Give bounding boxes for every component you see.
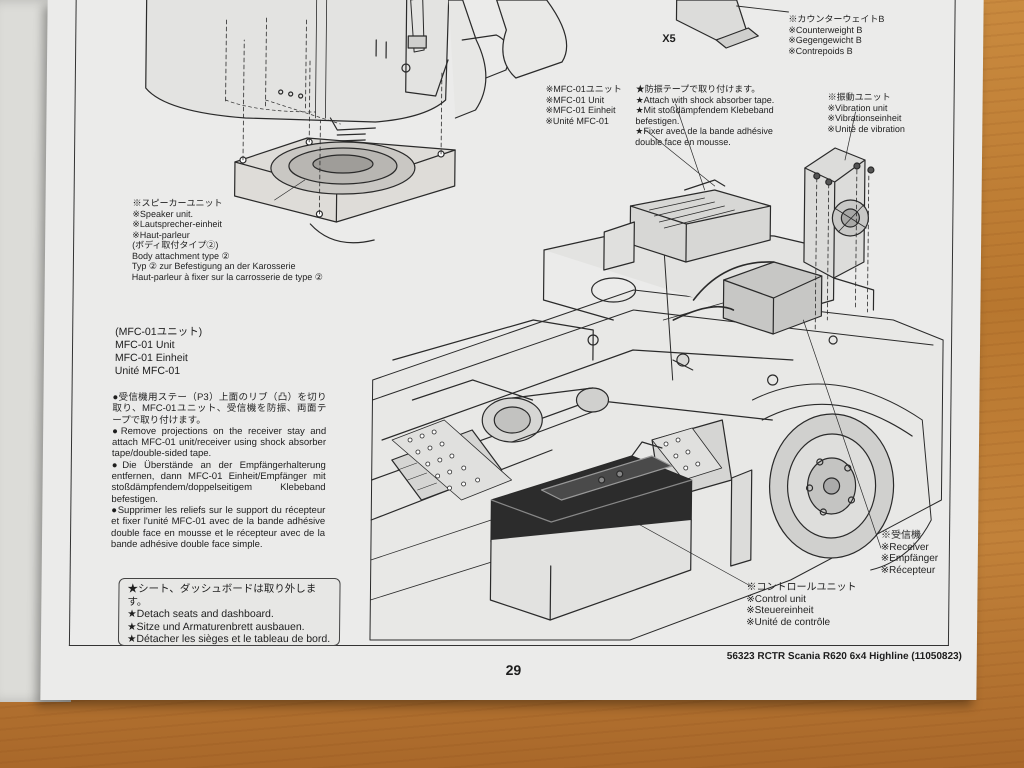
label-line: ※MFC-01 Einheit xyxy=(545,105,616,115)
label-line: ※Contrepoids B xyxy=(788,45,853,56)
cab-body-illustration xyxy=(145,0,568,179)
receiver-label: ※受信機 ※Receiver ※Empfänger ※Récepteur xyxy=(881,530,939,576)
instructions-text: ●受信機用ステー（P3）上面のリブ（凸）を切り取り、MFC-01ユニット、受信機… xyxy=(111,392,327,550)
mfc-01-unit xyxy=(603,179,772,271)
label-line: Typ ② zur Befestigung an der Karosserie xyxy=(131,261,296,271)
title-line: MFC-01 Einheit xyxy=(114,352,188,364)
label-line: ※Récepteur xyxy=(880,564,936,576)
instruction-paragraph: ●Die Überstände an der Empfängerhalterun… xyxy=(111,459,326,505)
label-line: Haut-parleur à fixer sur la carrosserie … xyxy=(131,271,323,282)
label-line: ※Counterweight B xyxy=(788,24,863,35)
label-line: ※振動ユニット xyxy=(827,92,891,102)
label-line: ※カウンターウェイトB xyxy=(788,14,885,24)
label-line: ※Receiver xyxy=(880,541,929,553)
label-line: ※Gegengewicht B xyxy=(788,35,862,45)
section-title: (MFC-01ユニット) MFC-01 Unit MFC-01 Einheit … xyxy=(115,326,202,378)
instruction-paragraph: ●Remove projections on the receiver stay… xyxy=(111,425,327,460)
counterweight-label: ※カウンターウェイトB ※Counterweight B ※Gegengewic… xyxy=(788,14,884,56)
page-frame: X5 ※カウンターウェイトB ※Counterweight B ※Gegenge… xyxy=(68,0,956,646)
manual-page: X5 ※カウンターウェイトB ※Counterweight B ※Gegenge… xyxy=(40,0,984,700)
seats-dashboard-note: ★シート、ダッシュボードは取り外します。 ★Detach seats and d… xyxy=(117,578,341,646)
label-line: ※Lautsprecher-einheit xyxy=(132,219,222,229)
instruction-paragraph: ●受信機用ステー（P3）上面のリブ（凸）を切り取り、MFC-01ユニット、受信機… xyxy=(112,392,327,426)
title-line: Unité MFC-01 xyxy=(114,365,181,377)
label-line: ※Unité de vibration xyxy=(827,123,905,134)
front-wheel xyxy=(751,383,932,571)
assembly-diagram xyxy=(145,0,944,641)
model-reference: 56323 RCTR Scania R620 6x4 Highline (110… xyxy=(726,651,962,662)
note-line: ★Sitze und Armaturenbrett ausbauen. xyxy=(127,620,305,633)
label-line: (ボディ取付タイプ②) xyxy=(132,240,219,250)
label-line: double face en mousse. xyxy=(635,136,731,147)
title-line: (MFC-01ユニット) xyxy=(115,326,203,338)
quantity-label: X5 xyxy=(662,33,676,45)
label-line: ※Vibrationseinheit xyxy=(827,113,902,123)
label-line: Body attachment type ② xyxy=(131,250,230,261)
vibration-unit-label: ※振動ユニット ※Vibration unit ※Vibrationseinhe… xyxy=(827,92,905,134)
connector-grid xyxy=(391,419,723,501)
label-line: ※Haut-parleur xyxy=(132,229,190,240)
mfc-unit-label: ※MFC-01ユニット ※MFC-01 Unit ※MFC-01 Einheit… xyxy=(545,84,621,126)
label-line: ※コントロールユニット xyxy=(746,582,857,593)
label-line: ※MFC-01 Unit xyxy=(545,94,605,105)
page-number: 29 xyxy=(505,662,522,678)
label-line: befestigen. xyxy=(635,115,680,126)
label-line: ※スピーカーユニット xyxy=(132,198,223,208)
label-line: ※Unité MFC-01 xyxy=(545,115,610,126)
label-line: ※MFC-01ユニット xyxy=(545,84,622,94)
label-line: ★Mit stoßdämpfendem Klebeband xyxy=(635,105,774,115)
vibration-unit xyxy=(803,147,875,331)
leader-lines xyxy=(274,103,882,587)
title-line: MFC-01 Unit xyxy=(114,339,175,351)
control-unit-label: ※コントロールユニット ※Control unit ※Steuereinheit… xyxy=(746,582,856,628)
instruction-paragraph: ●Supprimer les reliefs sur le support du… xyxy=(110,504,326,550)
label-line: ※Unité de contrôle xyxy=(746,616,831,628)
label-line: ★Attach with shock absorber tape. xyxy=(635,94,775,105)
speaker-unit-label: ※スピーカーユニット ※Speaker unit. ※Lautsprecher-… xyxy=(132,198,324,282)
label-line: ※Control unit xyxy=(746,593,806,605)
receiver-box xyxy=(672,261,823,335)
speaker-unit xyxy=(234,39,456,244)
label-line: ★Fixer avec de la bande adhésive xyxy=(635,126,774,136)
note-line: ★Détacher les sièges et le tableau de bo… xyxy=(126,633,331,645)
label-line: ※Vibration unit xyxy=(827,102,888,113)
label-line: ★防振テープで取り付けます。 xyxy=(635,84,761,94)
note-line: ★シート、ダッシュボードは取り外します。 xyxy=(127,583,317,608)
label-line: ※Speaker unit. xyxy=(132,208,194,219)
label-line: ※Empfänger xyxy=(880,553,939,564)
note-line: ★Detach seats and dashboard. xyxy=(127,608,274,620)
shock-tape-note: ★防振テープで取り付けます。 ★Attach with shock absorb… xyxy=(635,84,774,147)
label-line: ※受信機 xyxy=(880,530,922,541)
label-line: ※Steuereinheit xyxy=(746,605,814,616)
counterweight-b xyxy=(675,0,789,49)
